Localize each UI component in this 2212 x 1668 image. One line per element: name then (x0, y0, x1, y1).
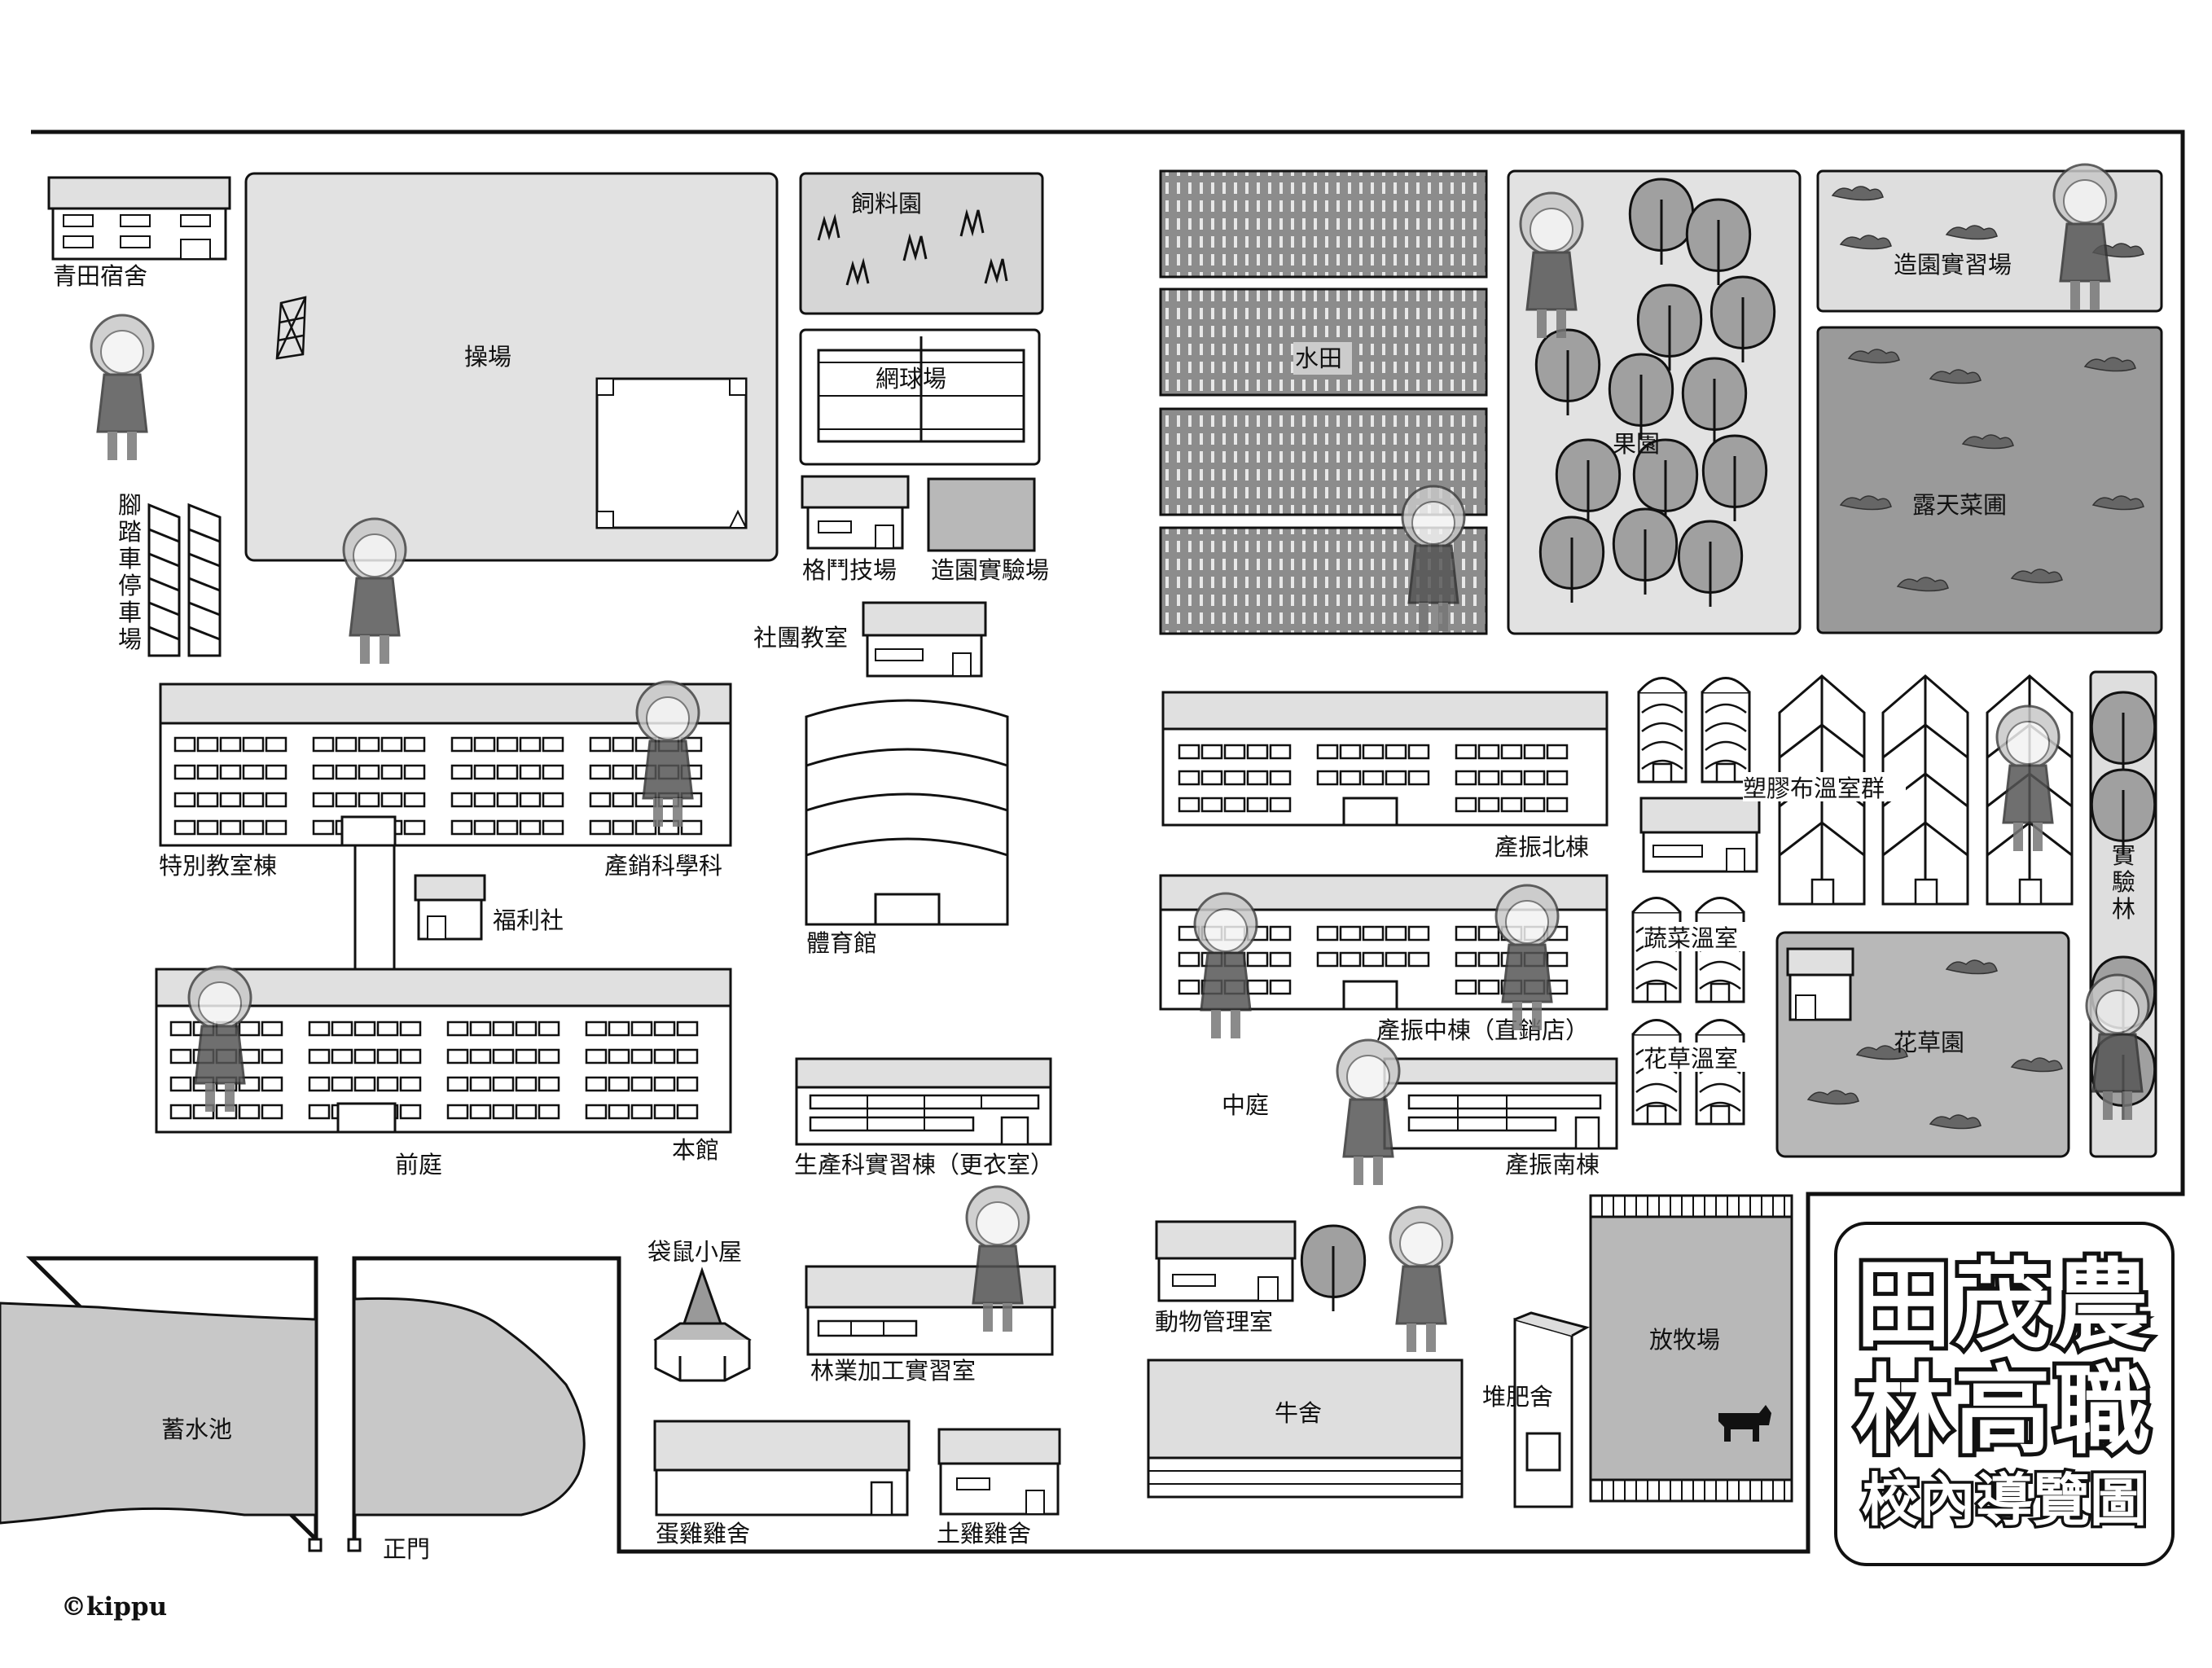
title-line-1: 田茂農 (1851, 1248, 2154, 1362)
copyright-credit: ©kippu (61, 1592, 168, 1622)
feed-garden (799, 172, 1044, 315)
veg-greenhouse-label: 蔬菜溫室 (1644, 924, 1738, 952)
chanzhen-middle-label: 產振中棟（直銷店） (1376, 1016, 1589, 1044)
native-chicken-coop (937, 1428, 1061, 1516)
club-room (862, 601, 987, 678)
gym-label: 體育館 (806, 929, 877, 957)
map-title: 田茂農 林高職 校內導覽圖 (1834, 1222, 2175, 1566)
plastic-greenhouses-label: 塑膠布溫室群 (1743, 775, 1885, 802)
playground (244, 172, 779, 562)
reservoir-label: 蓄水池 (161, 1416, 232, 1443)
welfare-shop (414, 874, 486, 941)
playground-label: 操場 (464, 343, 511, 371)
gopher-house (653, 1266, 752, 1382)
open-vegetable-field (1816, 326, 2163, 634)
main-building-label: 本館 (672, 1136, 719, 1164)
animal-management-office (1155, 1220, 1297, 1302)
main-gate-label: 正門 (383, 1535, 430, 1563)
open-veg-label: 露天菜圃 (1912, 491, 2007, 519)
flower-garden (1775, 931, 2070, 1158)
landscape-lab-label: 造園實驗場 (931, 556, 1049, 584)
qingtian-dorm-label: 青田宿舍 (53, 262, 147, 290)
plastic-greenhouses (1637, 674, 2074, 906)
bike-parking-label: 腳踏車停車場 (118, 491, 142, 653)
gopher-house-label: 袋鼠小屋 (647, 1238, 742, 1266)
cow-icon (1718, 1405, 1771, 1442)
orchard (1507, 169, 1802, 635)
martial-arts-hall (801, 475, 910, 550)
native-coop-label: 土雞雞舍 (937, 1520, 1031, 1547)
courtyard-label: 中庭 (1222, 1091, 1269, 1119)
production-building-label: 生產科實習棟（更衣室） (794, 1151, 1054, 1179)
cowshed (1147, 1359, 1464, 1499)
title-line-2: 林高職 (1851, 1354, 2154, 1468)
gymnasium (805, 699, 1009, 926)
flower-garden-label: 花草園 (1894, 1029, 1964, 1056)
marketing-dept-label: 產銷科學科 (604, 852, 722, 880)
bike-parking (147, 503, 222, 657)
front-yard-label: 前庭 (395, 1151, 442, 1179)
chanzhen-north-building (1161, 691, 1609, 827)
compost-label: 堆肥舍 (1482, 1383, 1553, 1411)
reservoir (0, 1297, 586, 1525)
paddy-label: 水田 (1295, 345, 1342, 372)
chanzhen-north-label: 產振北棟 (1494, 833, 1589, 861)
special-classroom-building (159, 683, 732, 847)
pasture (1589, 1194, 1793, 1503)
landscape-lab (927, 477, 1036, 552)
club-room-label: 社團教室 (753, 624, 848, 652)
title-line-3: 校內導覽圖 (1859, 1464, 2150, 1536)
flower-greenhouse-label: 花草溫室 (1644, 1045, 1738, 1073)
chanzhen-south-building (1383, 1057, 1618, 1150)
qingtian-dorm (47, 176, 231, 261)
landscape-practice-label: 造園實習場 (1894, 251, 2012, 279)
compost-shed (1513, 1311, 1590, 1508)
forestry-room-label: 林業加工實習室 (810, 1357, 976, 1385)
cowshed-label: 牛舍 (1275, 1399, 1322, 1427)
orchard-label: 果園 (1613, 430, 1660, 458)
tennis-court (799, 328, 1041, 466)
animal-office-label: 動物管理室 (1155, 1308, 1273, 1336)
test-forest-label: 實驗林 (2112, 841, 2135, 923)
tennis-court-label: 網球場 (876, 365, 946, 393)
chanzhen-south-label: 產振南棟 (1505, 1151, 1600, 1179)
martial-arts-label: 格鬥技場 (802, 556, 897, 584)
special-classroom-label: 特別教室棟 (159, 852, 277, 880)
feed-garden-label: 飼料園 (851, 190, 922, 217)
production-building (795, 1057, 1052, 1146)
welfare-shop-label: 福利社 (493, 906, 564, 934)
egg-coop-label: 蛋雞雞舍 (656, 1520, 750, 1547)
main-building (155, 968, 732, 1134)
corridor (353, 844, 396, 973)
egg-coop (653, 1420, 911, 1517)
pasture-label: 放牧場 (1649, 1326, 1720, 1354)
